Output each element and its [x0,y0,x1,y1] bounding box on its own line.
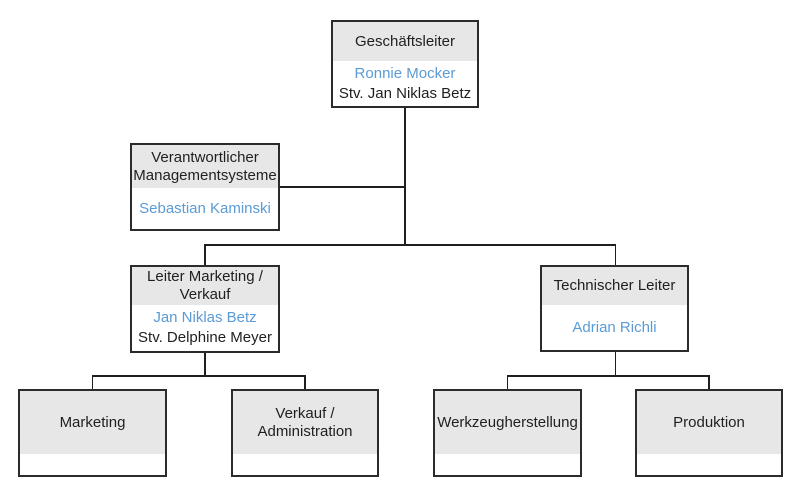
node-body [20,454,165,475]
org-node-werkzeugherstellung: Werkzeugherstellung [433,389,582,477]
node-title: Verkauf / Administration [233,391,377,454]
node-title: Geschäftsleiter [333,22,477,61]
node-title-text: Geschäftsleiter [354,32,456,50]
node-title: Leiter Marketing / Verkauf [132,267,278,305]
node-title-text: Verantwortlicher Managementsysteme [133,148,277,184]
org-node-verkauf-administration: Verkauf / Administration [231,389,379,477]
connector-line [506,375,508,390]
node-person: Jan Niklas Betz [153,309,257,326]
connector-line [614,351,616,376]
node-person: Adrian Richli [572,318,657,336]
node-body [233,454,377,475]
org-node-marketing: Marketing [18,389,167,477]
connector-line [304,375,306,390]
node-title-text: Marketing [59,413,126,431]
node-body: Adrian Richli [542,305,687,350]
connector-line [204,244,206,266]
node-title-text: Technischer Leiter [553,277,676,294]
org-node-technischer-leiter: Technischer Leiter Adrian Richli [540,265,689,352]
node-body [435,454,580,475]
node-body: Ronnie Mocker Stv. Jan Niklas Betz [333,61,477,106]
connector-line [506,375,710,377]
node-title-text: Leiter Marketing / Verkauf [147,268,263,303]
connector-line [404,108,406,245]
connector-line [204,352,206,376]
connector-line [614,244,616,266]
node-title: Marketing [20,391,165,454]
node-person: Ronnie Mocker [354,64,456,82]
node-deputy: Stv. Jan Niklas Betz [338,84,472,102]
node-title: Technischer Leiter [542,267,687,305]
node-person: Sebastian Kaminski [139,199,271,217]
connector-line [204,244,616,246]
connector-line [280,186,405,188]
node-title: Produktion [637,391,781,454]
org-node-produktion: Produktion [635,389,783,477]
node-title: Verantwortlicher Managementsysteme [132,145,278,188]
node-title-text: Werkzeugherstellung [437,413,578,431]
connector-line [708,375,710,390]
connector-line [91,375,93,390]
node-title: Werkzeugherstellung [435,391,580,454]
node-deputy: Stv. Delphine Meyer [138,329,272,346]
connector-line [91,375,306,377]
node-title-text: Verkauf / Administration [257,404,353,440]
node-body [637,454,781,475]
node-body: Sebastian Kaminski [132,188,278,229]
org-node-managementsysteme: Verantwortlicher Managementsysteme Sebas… [130,143,280,231]
node-title-text: Produktion [673,413,745,431]
node-body: Jan Niklas Betz Stv. Delphine Meyer [132,305,278,351]
org-node-leiter-marketing-verkauf: Leiter Marketing / Verkauf Jan Niklas Be… [130,265,280,353]
org-node-geschaeftsleiter: Geschäftsleiter Ronnie Mocker Stv. Jan N… [331,20,479,108]
